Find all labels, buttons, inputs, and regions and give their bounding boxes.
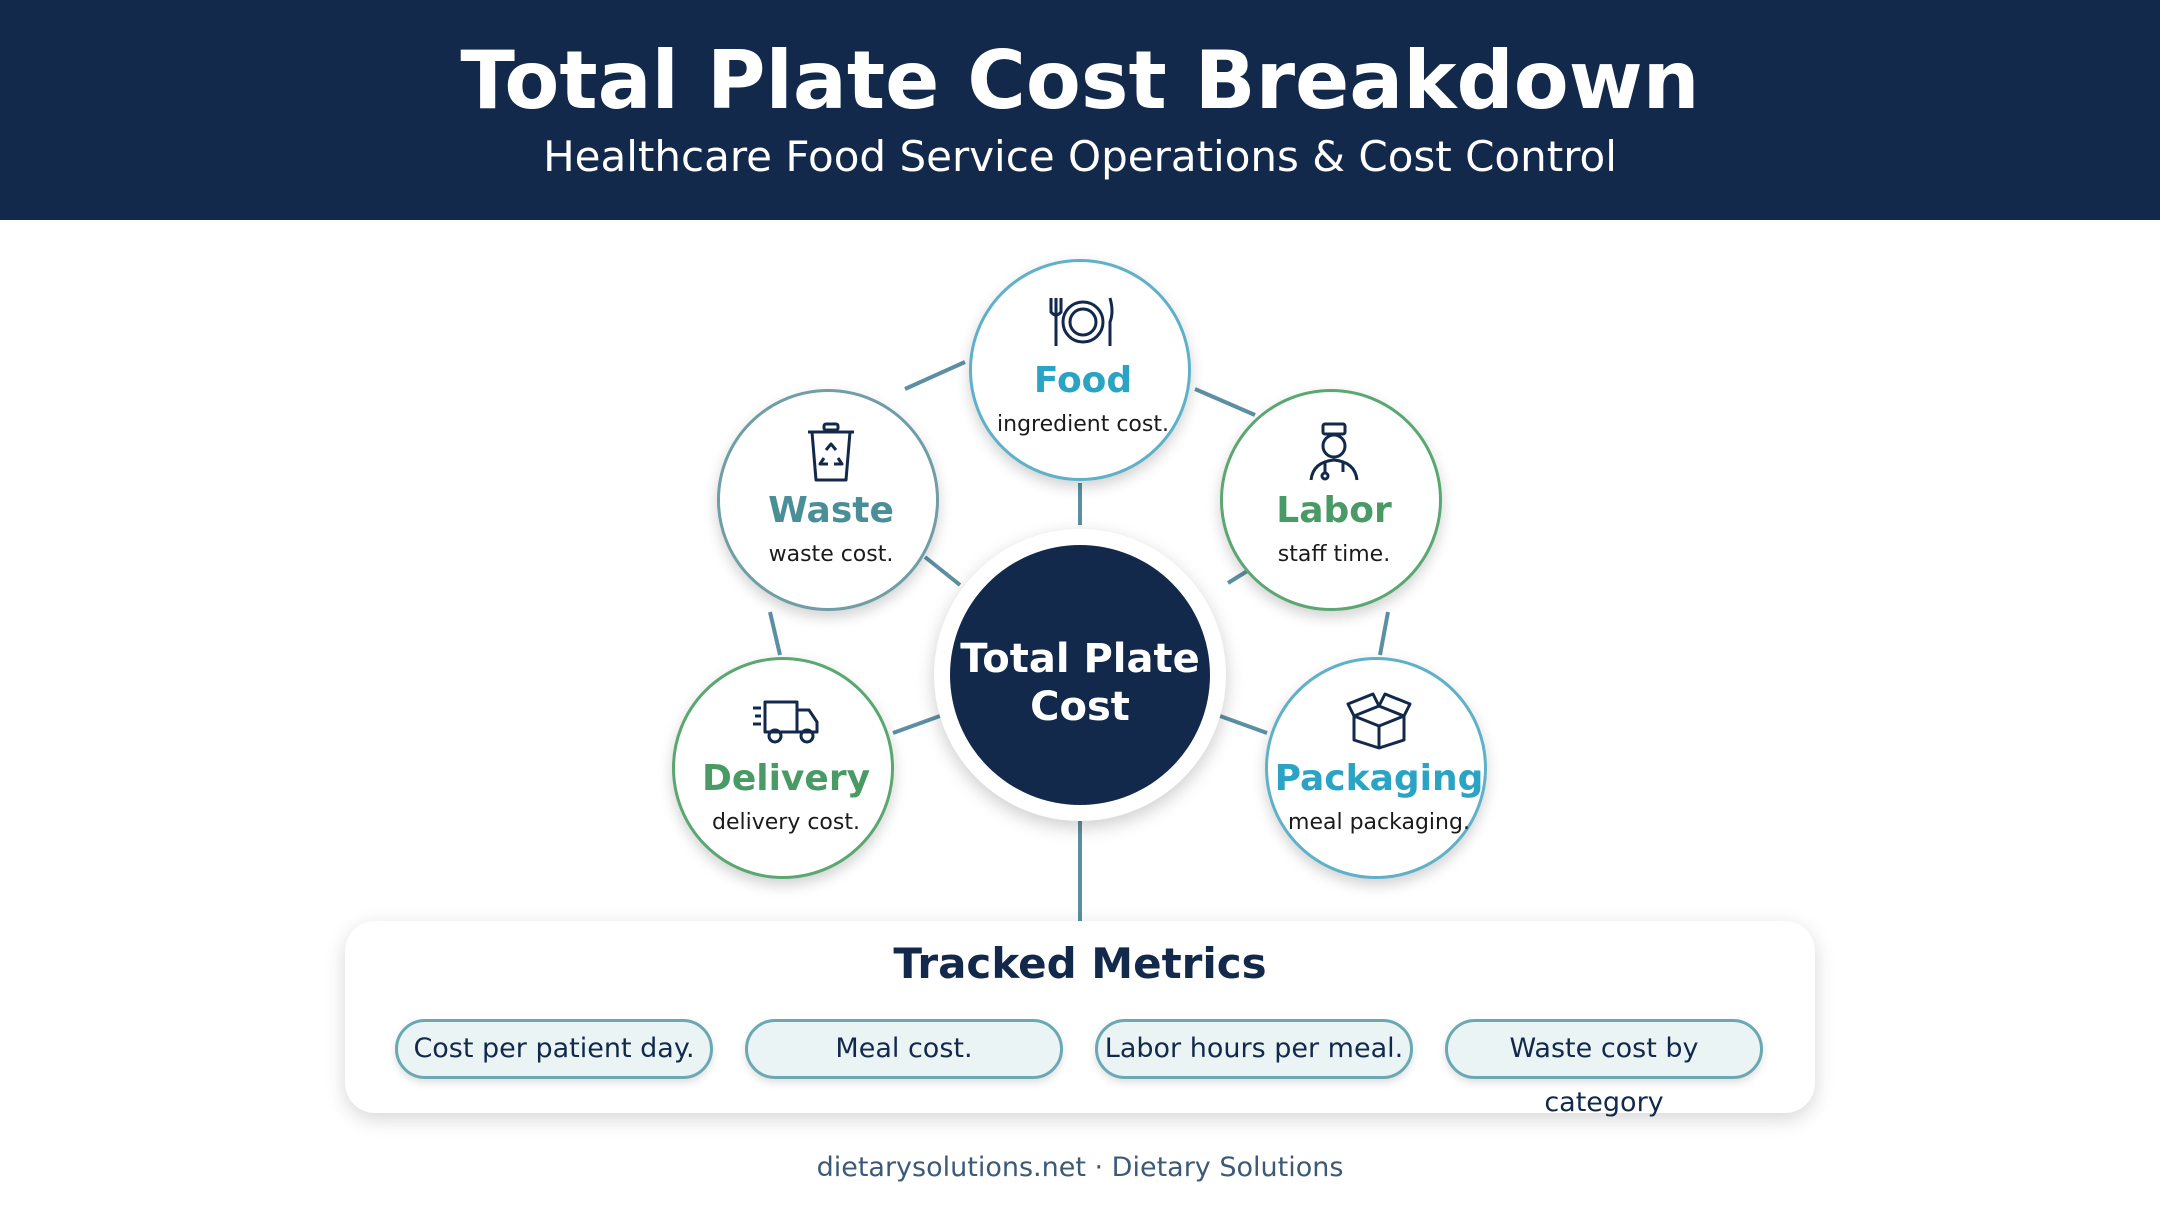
- node-food: Food ingredient cost.: [969, 259, 1191, 481]
- center-line-2: Cost: [1030, 684, 1130, 730]
- node-labor: Labor staff time.: [1220, 389, 1442, 611]
- truck-icon: [753, 700, 819, 744]
- node-waste-label: Waste: [768, 490, 894, 531]
- footer-credit: dietarysolutions.net · Dietary Solutions: [816, 1152, 1344, 1183]
- tracked-metrics-panel: Tracked Metrics Cost per patient day. Me…: [345, 921, 1815, 1118]
- center-hub: Total Plate Cost: [934, 529, 1226, 821]
- metric-pill-labor-hours: Labor hours per meal.: [1095, 1019, 1413, 1079]
- box-icon: [1346, 692, 1412, 750]
- node-food-label: Food: [1033, 360, 1133, 401]
- node-labor-label: Labor: [1276, 490, 1392, 531]
- node-delivery-label: Delivery: [701, 758, 871, 799]
- node-packaging: Packaging meal packaging.: [1265, 657, 1487, 879]
- header-banner: Total Plate Cost Breakdown Healthcare Fo…: [0, 0, 2160, 220]
- metric-pill-meal-cost: Meal cost.: [745, 1019, 1063, 1079]
- plate-cutlery-icon: [1049, 297, 1114, 346]
- node-delivery: Delivery delivery cost.: [672, 657, 894, 879]
- center-hub-text: Total Plate Cost: [950, 635, 1210, 731]
- node-waste-desc: waste cost.: [768, 542, 894, 567]
- node-packaging-desc: meal packaging.: [1288, 810, 1470, 835]
- node-labor-desc: staff time.: [1277, 542, 1391, 567]
- center-line-1: Total Plate: [960, 636, 1200, 682]
- node-delivery-desc: delivery cost.: [712, 810, 860, 835]
- metric-pill-cost-per-patient-day: Cost per patient day.: [395, 1019, 713, 1079]
- node-food-desc: ingredient cost.: [997, 412, 1169, 437]
- node-packaging-label: Packaging: [1274, 758, 1484, 799]
- metric-pill-waste-cost: Waste cost by category: [1445, 1019, 1763, 1118]
- node-waste: Waste waste cost.: [717, 389, 939, 611]
- page-subtitle: Healthcare Food Service Operations & Cos…: [543, 132, 1617, 181]
- tracked-metrics-title: Tracked Metrics: [893, 939, 1267, 988]
- center-hub-inner: Total Plate Cost: [950, 545, 1210, 805]
- nurse-icon: [1309, 422, 1359, 481]
- recycle-bin-icon: [808, 422, 854, 482]
- page-title: Total Plate Cost Breakdown: [460, 34, 1700, 127]
